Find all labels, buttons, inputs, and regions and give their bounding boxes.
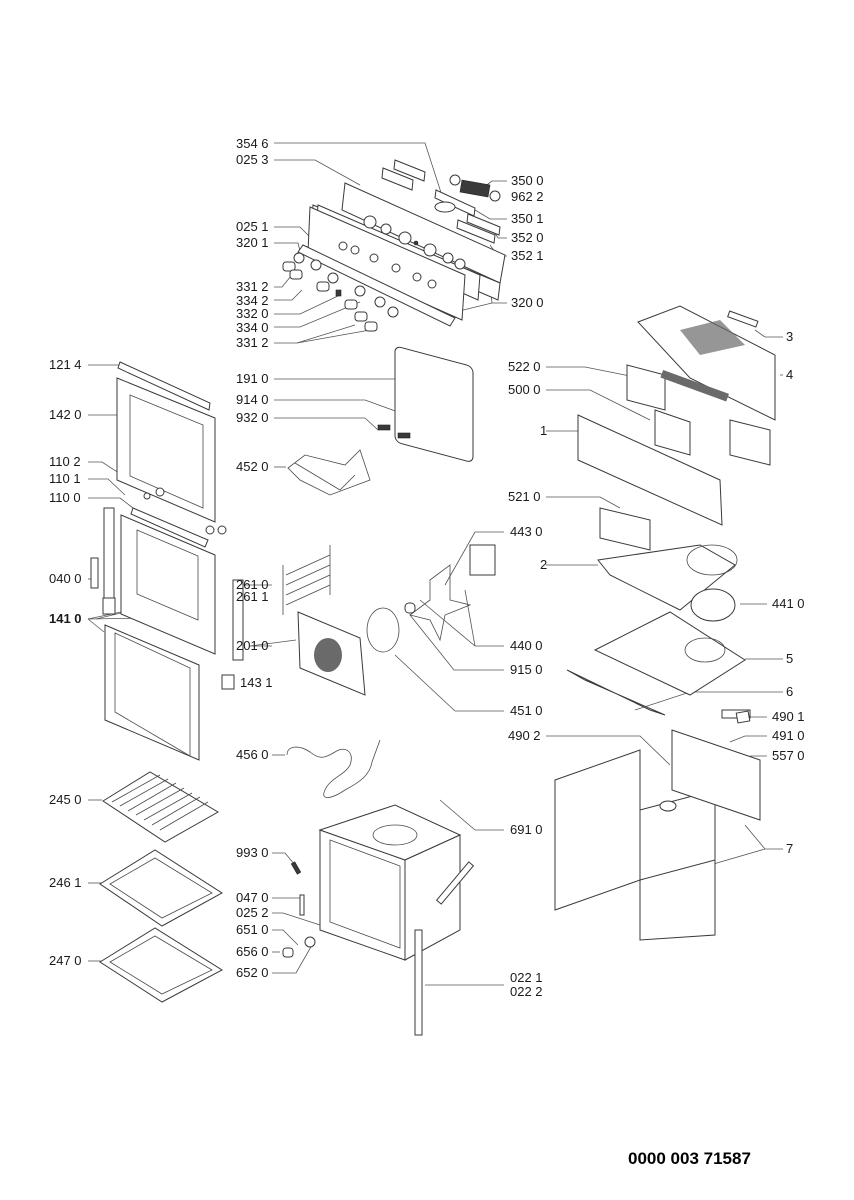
label-332-0: 332 0: [236, 306, 269, 321]
label-7: 7: [786, 841, 794, 856]
label-4: 4: [786, 367, 794, 382]
label-121-4: 121 4: [49, 357, 82, 372]
label-557-0: 557 0: [772, 748, 805, 763]
label-521-0: 521 0: [508, 489, 541, 504]
label-993-0: 993 0: [236, 845, 269, 860]
label-914-0: 914 0: [236, 392, 269, 407]
label-261-0: 261 0: [236, 577, 269, 592]
label-354-6: 354 6: [236, 136, 269, 151]
label-656-0: 656 0: [236, 944, 269, 959]
electronics-assembly: [577, 305, 776, 551]
label-320-0: 320 0: [511, 295, 544, 310]
label-320-1: 320 1: [236, 235, 269, 250]
label-040-0: 040 0: [49, 571, 82, 586]
label-352-1: 352 1: [511, 248, 544, 263]
label-440-0: 440 0: [510, 638, 543, 653]
label-331-2-b: 331 2: [236, 335, 269, 350]
label-500-0: 500 0: [508, 382, 541, 397]
label-110-2: 110 2: [49, 454, 81, 469]
label-022-2: 022 2: [510, 984, 543, 999]
label-452-0: 452 0: [236, 459, 269, 474]
label-141-0: 141 0: [49, 611, 82, 626]
label-1: 1: [540, 423, 548, 438]
grill-and-seal: [287, 346, 474, 496]
label-201-0: 201 0: [236, 638, 269, 653]
frame-assembly: [554, 709, 761, 941]
label-522-0: 522 0: [508, 359, 541, 374]
label-025-1: 025 1: [236, 219, 269, 234]
fan-assembly: [282, 544, 496, 696]
label-022-1: 022 1: [510, 970, 543, 985]
cavity-assembly: [286, 739, 462, 1036]
label-352-0: 352 0: [511, 230, 544, 245]
label-6: 6: [786, 684, 794, 699]
label-456-0: 456 0: [236, 747, 269, 762]
label-350-0: 350 0: [511, 173, 544, 188]
label-491-0: 491 0: [772, 728, 805, 743]
label-3: 3: [786, 329, 794, 344]
label-651-0: 651 0: [236, 922, 269, 937]
label-350-1: 350 1: [511, 211, 544, 226]
small-parts: [282, 861, 475, 958]
label-246-1: 246 1: [49, 875, 82, 890]
label-490-1: 490 1: [772, 709, 805, 724]
label-191-0: 191 0: [236, 371, 269, 386]
document-number: 0000 003 71587: [628, 1149, 751, 1168]
label-490-2: 490 2: [508, 728, 541, 743]
label-441-0: 441 0: [772, 596, 805, 611]
label-331-2: 331 2: [236, 279, 269, 294]
label-2: 2: [540, 557, 548, 572]
label-142-0: 142 0: [49, 407, 82, 422]
label-047-0: 047 0: [236, 890, 269, 905]
label-143-1: 143 1: [240, 675, 273, 690]
trays: [99, 771, 223, 1003]
label-334-2: 334 2: [236, 293, 269, 308]
label-110-1: 110 1: [49, 471, 81, 486]
label-261-1: 261 1: [236, 589, 269, 604]
label-915-0: 915 0: [510, 662, 543, 677]
label-247-0: 247 0: [49, 953, 82, 968]
label-691-0: 691 0: [510, 822, 543, 837]
label-025-2: 025 2: [236, 905, 269, 920]
label-652-0: 652 0: [236, 965, 269, 980]
label-5: 5: [786, 651, 794, 666]
label-025-3: 025 3: [236, 152, 269, 167]
door-assembly: [90, 361, 244, 761]
label-962-2: 962 2: [511, 189, 544, 204]
label-443-0: 443 0: [510, 524, 543, 539]
label-110-0: 110 0: [49, 490, 81, 505]
cooling-fan-plates: [566, 544, 746, 716]
label-334-0: 334 0: [236, 320, 269, 335]
label-451-0: 451 0: [510, 703, 543, 718]
control-panel-assembly: [282, 159, 506, 332]
label-245-0: 245 0: [49, 792, 82, 807]
label-932-0: 932 0: [236, 410, 269, 425]
